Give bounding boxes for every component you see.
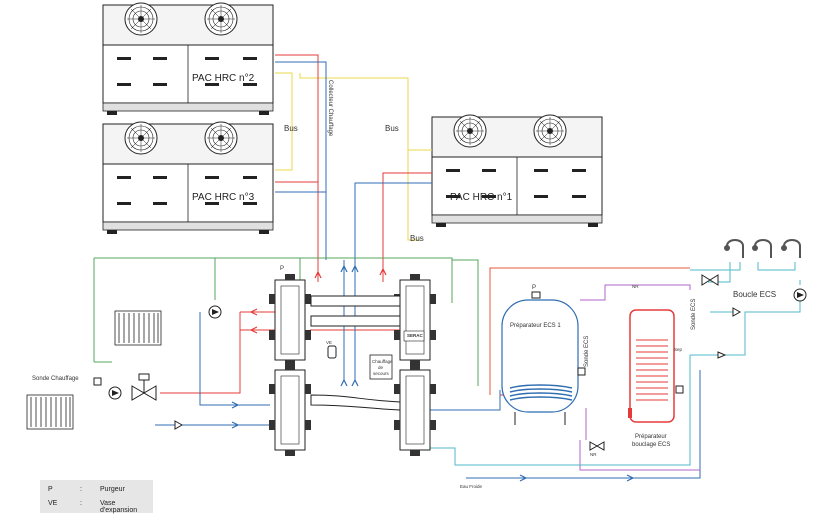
legend-value: Purgeur <box>100 486 125 493</box>
tap-3 <box>780 239 801 259</box>
unit-label-3: PAC HRC n°3 <box>192 192 255 203</box>
collector-label: Collecteur Chauffage <box>327 80 333 137</box>
heat-pump-unit-1 <box>432 115 602 227</box>
preparateur-bouclage-line1: Préparateur <box>635 434 667 440</box>
heat-pump-unit-3 <box>103 122 273 234</box>
circulator-pump-2 <box>108 386 122 400</box>
collector-bottom-left <box>268 363 312 457</box>
check-valve-ecs <box>717 307 742 359</box>
expansion-vessel <box>327 345 337 359</box>
return-lines <box>155 61 701 479</box>
heat-pump-unit-2 <box>103 3 273 115</box>
preparateur-bouclage-line2: bouclage ECS <box>632 442 671 448</box>
legend-sep: : <box>80 486 82 493</box>
preparateur-ecs-label: Préparateur ECS 1 <box>510 323 561 329</box>
check-valve-left <box>174 420 184 430</box>
purgeur-marker-1: P <box>280 266 285 272</box>
eau-froide-label: Eau Froide <box>460 484 483 489</box>
sonde-chauffage-label: Sonde Chauffage <box>32 376 79 382</box>
boucle-ecs-label: Boucle ECS <box>733 290 777 299</box>
circulator-pump-1 <box>208 305 222 319</box>
purgeur-marker-2: P <box>532 285 537 291</box>
tap-1 <box>723 239 744 259</box>
unit-label-1: PAC HRC n°1 <box>450 192 513 203</box>
sonde-chauffage-sensor <box>93 377 102 386</box>
three-way-valve <box>131 373 157 401</box>
bus-label-mid: Bus <box>385 124 399 133</box>
legend-key: P <box>48 486 53 493</box>
sonde-ecs-label-2: Sonde ECS <box>691 298 697 330</box>
collector-top-left <box>268 273 312 367</box>
chauffage-secours-line2: de <box>378 365 384 370</box>
sonde-ecs-label-1: Sonde ECS <box>584 335 590 367</box>
chauffage-secours-line3: secours <box>373 371 389 376</box>
control-wiring <box>93 257 479 386</box>
sep-marker: Sep <box>674 347 683 352</box>
boucle-pump <box>793 288 807 302</box>
domestic-water-lines <box>430 262 801 466</box>
legend-sep: : <box>80 500 82 507</box>
legend-key: VE <box>48 500 58 507</box>
radiator-lower <box>26 394 74 430</box>
nr-marker-1: NR <box>632 284 639 289</box>
tank-ecs-1 <box>501 291 579 425</box>
chauffage-secours-box <box>369 354 393 380</box>
sonde-ecs-sensor <box>577 367 586 376</box>
bouclage-valve <box>589 441 605 451</box>
heating-coil-loop <box>489 267 690 395</box>
legend-value: Vase d'expansion <box>100 500 138 514</box>
ecs-loop-lines <box>579 284 700 471</box>
sonde-bouclage-sensor <box>675 385 684 394</box>
nr-marker-2: NR <box>590 452 597 457</box>
pipe-bundle <box>310 295 401 411</box>
legend-box: P : Purgeur VE : Vase d'expansion <box>40 480 153 514</box>
radiator-upper <box>114 310 162 346</box>
ve-marker: VE <box>326 340 333 345</box>
brand-label: SERAC <box>407 333 423 338</box>
tank-bouclage <box>628 309 675 423</box>
mixing-valve-ecs <box>701 274 719 286</box>
brand-plate <box>403 330 425 342</box>
bus-label-left: Bus <box>284 124 298 133</box>
tap-2 <box>751 239 772 259</box>
chauffage-secours-line1: Chauffage <box>372 359 393 364</box>
flow-arrows <box>231 264 635 482</box>
unit-label-2: PAC HRC n°2 <box>192 73 255 84</box>
bus-label-bottom: Bus <box>410 234 424 243</box>
bus-wiring <box>275 72 432 241</box>
